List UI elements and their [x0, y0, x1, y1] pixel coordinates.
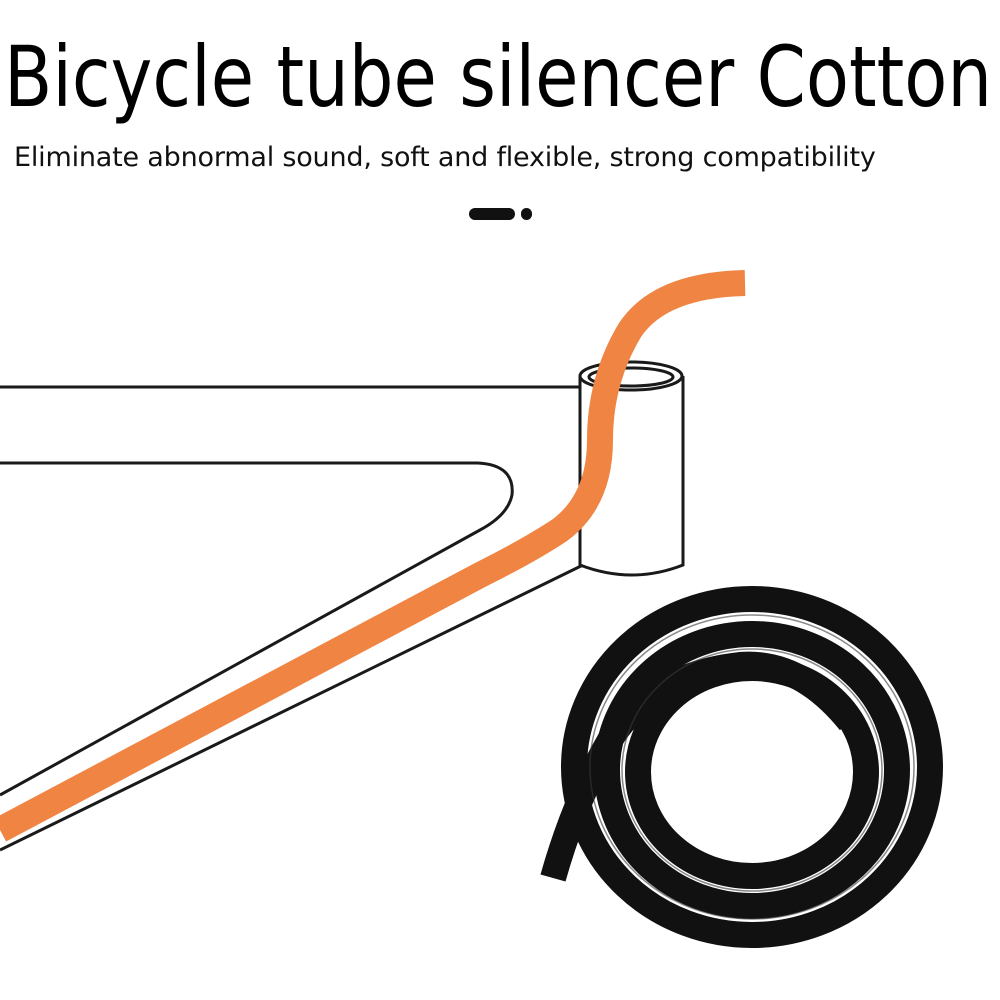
carousel-indicator [469, 208, 539, 220]
carousel-dot-active[interactable] [469, 208, 515, 220]
cable-housing-icon [0, 270, 746, 842]
title-text: Bicycle tube silencer Cotton [4, 28, 992, 126]
carousel-dot[interactable] [521, 208, 532, 220]
page-title: Bicycle tube silencer Cotton [4, 28, 992, 126]
tube-coil-icon [540, 586, 943, 948]
subtitle: Eliminate abnormal sound, soft and flexi… [14, 142, 876, 173]
